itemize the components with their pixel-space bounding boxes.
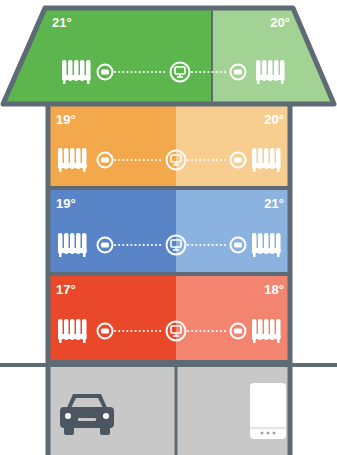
room-zone: 18° [176,276,288,360]
temperature-label: 20° [270,15,290,30]
radiator-icon [58,60,285,343]
temperature-label: 21° [52,15,72,30]
room-zone: 17° [50,276,176,360]
house-outline [0,8,337,455]
room-zone: 20° [212,8,334,104]
valve-icon [98,65,246,339]
temperature-label: 18° [264,282,284,297]
temperature-label: 19° [56,196,76,211]
roof-zone-fill [3,8,212,104]
temperature-label: 19° [56,112,76,127]
temperature-label: 20° [264,112,284,127]
room-zone: 19° [50,190,176,272]
car-icon [60,394,114,435]
room-zone: 21° [176,190,288,272]
room-zone: 19° [50,106,176,186]
control-link [115,72,228,331]
roof-zone-shape [3,8,212,104]
room-zone: 20° [176,106,288,186]
temperature-label: 17° [56,282,76,297]
basement [50,364,288,455]
thermostat-hub [167,63,190,341]
room-zone: 21° [3,8,212,104]
roof-zone-fill [212,8,334,104]
temperature-label: 21° [264,196,284,211]
boiler-icon [250,383,286,439]
